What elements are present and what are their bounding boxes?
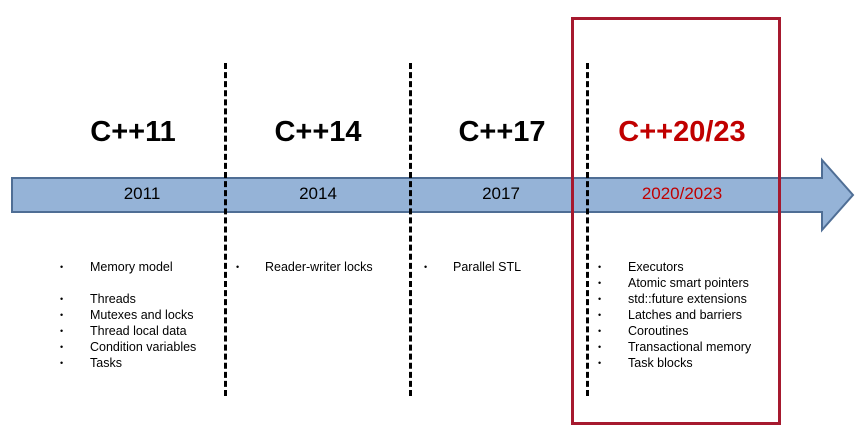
bullet-icon: • xyxy=(60,326,64,336)
era-year-2014: 2014 xyxy=(299,184,337,203)
era-year-2017: 2017 xyxy=(482,184,520,203)
bullet-icon: • xyxy=(60,310,64,320)
bullet-icon: • xyxy=(60,358,64,368)
bullet-icon: • xyxy=(236,262,240,272)
bullet-icon: • xyxy=(598,310,602,320)
bullet-icon: • xyxy=(60,342,64,352)
era-divider-3 xyxy=(586,63,589,396)
bullet-icon: • xyxy=(60,294,64,304)
era-title-cpp20-23: C++20/23 xyxy=(618,116,746,148)
bullet-icon: • xyxy=(598,262,602,272)
bullet-icon: • xyxy=(598,326,602,336)
era-year-2011: 2011 xyxy=(123,184,161,203)
bullet-icon: • xyxy=(424,262,428,272)
timeline-arrow-shape xyxy=(11,157,855,233)
era-title-cpp11: C++11 xyxy=(90,116,176,148)
bullet-icon: • xyxy=(60,262,64,272)
bullet-icon: • xyxy=(598,358,602,368)
era-divider-1 xyxy=(224,63,227,396)
bullet-icon: • xyxy=(598,342,602,352)
era-year-2020-2023: 2020/2023 xyxy=(641,184,723,203)
era-divider-2 xyxy=(409,63,412,396)
era-title-cpp14: C++14 xyxy=(274,116,362,148)
bullet-icon: • xyxy=(598,294,602,304)
latest-era-highlight-box xyxy=(571,17,781,425)
era-title-cpp17: C++17 xyxy=(458,116,546,148)
bullet-icon: • xyxy=(598,278,602,288)
